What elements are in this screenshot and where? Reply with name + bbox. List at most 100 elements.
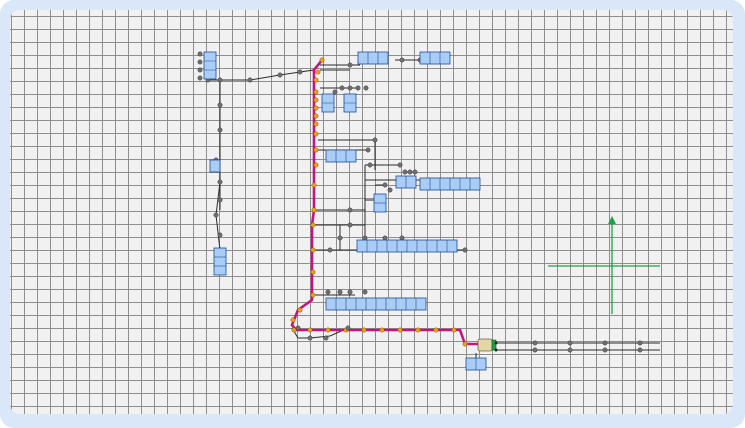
junction-node	[277, 72, 283, 78]
path-node	[310, 247, 316, 253]
junction-node	[402, 169, 408, 175]
junction-node	[217, 102, 223, 108]
junction-node	[365, 147, 371, 153]
component-block[interactable]	[343, 93, 357, 113]
junction-node	[345, 325, 351, 331]
network-diagram[interactable]	[10, 10, 733, 414]
path-node	[310, 222, 316, 228]
junction-node	[362, 235, 368, 241]
junction-node	[327, 247, 333, 253]
component-boxes[interactable]	[203, 51, 487, 371]
path-node	[415, 327, 421, 333]
path-node	[313, 162, 319, 168]
path-node	[462, 341, 468, 347]
junction-node	[332, 89, 338, 95]
junction-node	[217, 77, 223, 83]
component-block[interactable]	[356, 239, 458, 253]
junction-node	[217, 197, 223, 203]
path-node	[397, 327, 403, 333]
path-node	[313, 105, 319, 111]
component-block[interactable]	[373, 193, 387, 213]
junction-node	[217, 232, 223, 238]
junction-node	[323, 335, 329, 341]
junction-node	[325, 289, 331, 295]
path-node	[313, 147, 319, 153]
junction-node	[462, 247, 468, 253]
path-node	[307, 327, 313, 333]
junction-node	[387, 187, 393, 193]
component-block[interactable]	[395, 175, 417, 189]
junction-node	[399, 235, 405, 241]
junction-node	[347, 85, 353, 91]
junction-node	[407, 169, 413, 175]
junction-node	[382, 182, 388, 188]
path-node	[297, 307, 303, 313]
junction-node	[637, 340, 643, 346]
junction-node	[399, 57, 405, 63]
junction-node	[295, 325, 301, 331]
junction-node	[602, 347, 608, 353]
path-node	[313, 97, 319, 103]
path-node	[433, 327, 439, 333]
junction-node	[382, 235, 388, 241]
junction-node	[367, 162, 373, 168]
path-node	[451, 327, 457, 333]
component-block[interactable]	[321, 93, 335, 113]
junction-node	[337, 235, 343, 241]
path-node	[313, 121, 319, 127]
path-node	[311, 207, 317, 213]
path-node	[325, 327, 331, 333]
component-block[interactable]	[325, 297, 427, 311]
component-block[interactable]	[419, 51, 451, 65]
axis-cross-arrow-icon	[548, 216, 660, 314]
junction-node	[532, 347, 538, 353]
component-block[interactable]	[213, 247, 227, 276]
path-node	[379, 327, 385, 333]
junction-node	[213, 212, 219, 218]
junction-node	[347, 62, 353, 68]
junction-node	[347, 289, 353, 295]
junction-node	[197, 59, 203, 65]
junction-node	[567, 340, 573, 346]
path-node	[319, 57, 325, 63]
path-node	[311, 182, 317, 188]
power-source-icon[interactable]	[477, 338, 498, 352]
component-block[interactable]	[419, 177, 481, 191]
component-block[interactable]	[357, 51, 389, 65]
junction-node	[532, 340, 538, 346]
component-block[interactable]	[203, 51, 217, 80]
path-node	[313, 89, 319, 95]
junction-node	[197, 75, 203, 81]
path-node	[290, 317, 296, 323]
highlighted-nodes	[290, 57, 468, 347]
path-node	[310, 269, 316, 275]
junction-node	[247, 77, 253, 83]
junction-node	[567, 347, 573, 353]
junction-node	[337, 289, 343, 295]
junction-node	[307, 335, 313, 341]
component-block[interactable]	[209, 159, 221, 173]
path-node	[310, 292, 316, 298]
junction-node	[347, 222, 353, 228]
junction-node	[397, 162, 403, 168]
component-block[interactable]	[465, 357, 487, 371]
junction-node	[339, 85, 345, 91]
path-node	[291, 327, 297, 333]
junction-node	[362, 289, 368, 295]
junction-node	[372, 137, 378, 143]
path-node	[361, 327, 367, 333]
junction-node	[355, 85, 361, 91]
wire	[208, 63, 321, 81]
junction-node	[297, 69, 303, 75]
junction-node	[347, 207, 353, 213]
junction-node	[197, 51, 203, 57]
diagram-canvas[interactable]	[10, 10, 733, 414]
path-node	[313, 113, 319, 119]
junction-node	[217, 179, 223, 185]
junction-node	[602, 340, 608, 346]
wire-network	[208, 59, 660, 362]
junction-node	[217, 127, 223, 133]
path-node	[313, 77, 319, 83]
component-block[interactable]	[325, 149, 357, 163]
